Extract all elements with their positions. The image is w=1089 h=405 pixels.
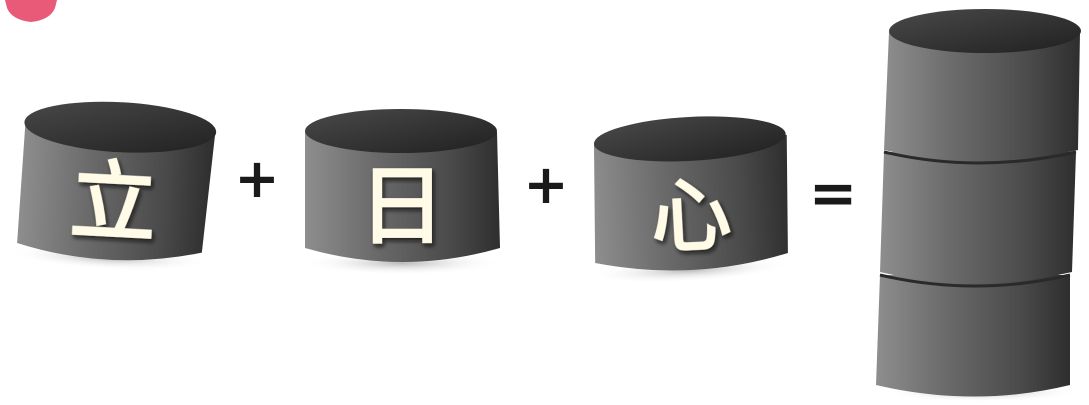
stacked-cylinder-result <box>876 9 1082 402</box>
stack-segment-middle <box>880 152 1076 283</box>
corner-badge-icon <box>5 0 57 22</box>
component-char-1: 立 <box>68 150 159 255</box>
cylinder-component-3: 心 <box>582 112 794 287</box>
equals-operator: = <box>809 159 858 227</box>
component-char-3: 心 <box>648 167 733 265</box>
plus-operator-1: + <box>234 147 279 210</box>
cylinder-component-1: 立 <box>8 97 218 275</box>
plus-operator-2: + <box>523 153 568 216</box>
component-char-2: 日 <box>359 156 445 257</box>
stack-segment-bottom <box>876 275 1070 397</box>
cylinder-component-2: 日 <box>302 109 502 275</box>
stack-segment-top <box>884 9 1081 161</box>
